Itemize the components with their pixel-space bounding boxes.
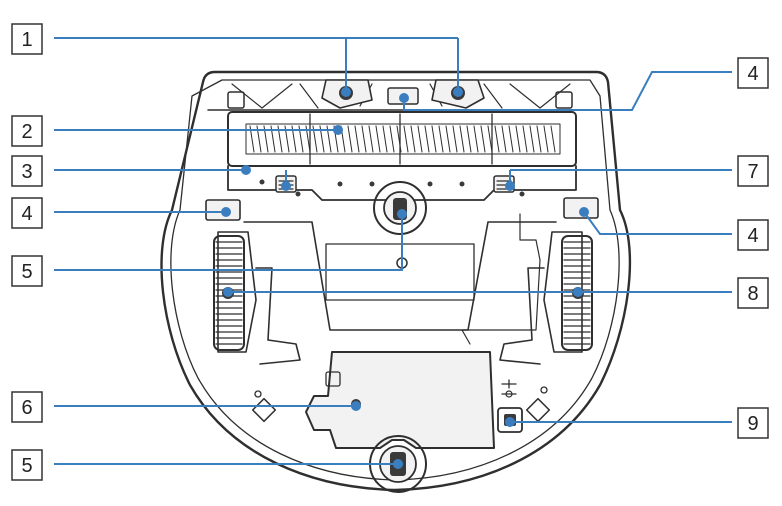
leader-5-top — [54, 214, 403, 271]
guard-screw-1 — [259, 179, 265, 185]
callout-4-left: 4 — [11, 197, 43, 229]
callout-4-right: 4 — [737, 219, 769, 251]
robot-body — [160, 70, 632, 493]
callout-3: 3 — [11, 155, 43, 187]
foot-right — [525, 397, 551, 423]
callout-8: 8 — [737, 277, 769, 309]
screw-br — [540, 386, 548, 394]
wheel-guard-right — [499, 267, 545, 365]
bumper-latch-right — [555, 91, 573, 109]
callout-4-right-text: 4 — [747, 225, 758, 247]
callout-7-text: 7 — [747, 161, 758, 183]
middle-plate — [243, 221, 557, 331]
foot-left — [251, 397, 277, 423]
guard-screw-2 — [337, 181, 343, 187]
leader-1 — [54, 37, 459, 92]
brush-compartment — [227, 111, 577, 167]
callout-4-left-text: 4 — [21, 203, 32, 225]
bumper-latch-left — [227, 91, 245, 109]
callout-labels: 1 2 3 4 5 6 5 — [11, 23, 769, 481]
dust-bin-tab — [325, 371, 341, 387]
wheel-guard-left — [255, 267, 301, 365]
leader-4-right — [583, 211, 732, 235]
guard-screw-7 — [519, 191, 525, 197]
screw-bl — [254, 390, 262, 398]
right-cable-path — [461, 213, 541, 345]
callout-dots — [221, 87, 589, 469]
callout-5-top: 5 — [11, 255, 43, 287]
leader-4-top — [403, 71, 732, 111]
guard-screw-6 — [295, 191, 301, 197]
front-caster-housing — [373, 181, 427, 235]
callout-2-text: 2 — [21, 121, 32, 143]
callout-5-bottom: 5 — [11, 449, 43, 481]
dust-bin — [305, 351, 495, 449]
callout-9-text: 9 — [747, 413, 758, 435]
callout-4-top: 4 — [737, 57, 769, 89]
callout-5-top-text: 5 — [21, 261, 32, 283]
callout-6-text: 6 — [21, 397, 32, 419]
callout-3-text: 3 — [21, 161, 32, 183]
callout-9: 9 — [737, 407, 769, 439]
guard-screw-3 — [369, 181, 375, 187]
middle-panel — [325, 243, 475, 301]
callout-5-bottom-text: 5 — [21, 455, 32, 477]
guard-screw-5 — [459, 181, 465, 187]
callout-6: 6 — [11, 391, 43, 423]
guard-screw-4 — [427, 181, 433, 187]
callout-8-text: 8 — [747, 283, 758, 305]
callout-1-text: 1 — [21, 29, 32, 51]
main-brush — [245, 113, 561, 165]
callout-7: 7 — [737, 155, 769, 187]
callout-2: 2 — [11, 115, 43, 147]
callout-4-top-text: 4 — [747, 63, 758, 85]
callout-1: 1 — [11, 23, 43, 55]
